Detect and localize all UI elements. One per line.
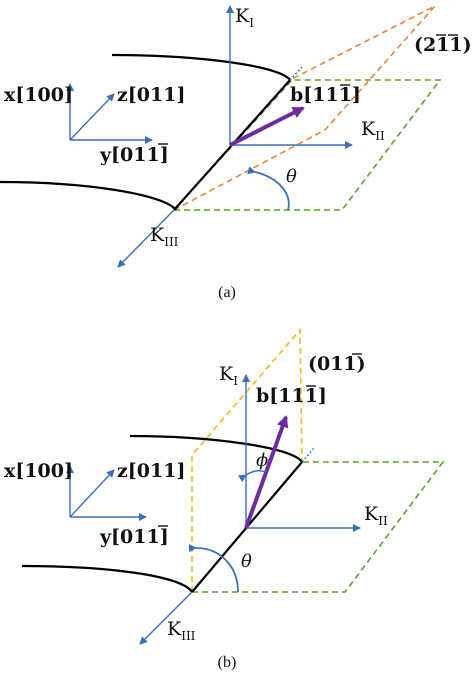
caption-b: (b): [218, 654, 237, 671]
k3-label-b: KIII: [167, 618, 196, 643]
crack-bottom-surface-b: [21, 564, 193, 593]
plane-label-b: (011): [308, 353, 366, 375]
caption-a: (a): [218, 284, 236, 301]
z-axis-label-a: z[011]: [117, 84, 185, 106]
burgers-vector-a: [229, 106, 305, 147]
x-axis-label-a: x[100]: [4, 84, 73, 106]
x-axis-label-b: x[100]: [4, 460, 73, 482]
triad-z-axis-a: [69, 93, 115, 141]
theta-label-a: θ: [286, 166, 297, 187]
k3-axis-b: [139, 591, 193, 645]
crack-bottom-surface-a: [0, 180, 177, 211]
burgers-label-b: b[111]: [256, 385, 327, 407]
phi-label-b: ϕ: [256, 450, 268, 471]
orange-plane-a: [173, 5, 436, 211]
theta-arc-b: [188, 543, 239, 593]
theta-arc-a: [247, 166, 290, 211]
z-axis-label-b: z[011]: [117, 460, 185, 482]
y-axis-label-b: y[011]: [99, 526, 169, 548]
plane-label-a: (211): [414, 34, 472, 56]
y-axis-label-a: y[011]: [99, 144, 169, 166]
burgers-label-a: b[111]: [290, 84, 361, 106]
crack-top-surface-b: [129, 434, 303, 463]
k3-axis-a: [117, 209, 175, 268]
panel-b: x[100] z[011] y[011] KI KII KIII b[111] …: [4, 327, 445, 671]
panel-a: x[100] z[011] y[011] KI KII KIII b[111] …: [0, 5, 472, 301]
theta-label-b: θ: [241, 551, 252, 572]
burgers-vector-b: [244, 415, 289, 529]
k3-label-a: KIII: [150, 224, 179, 249]
crack-front-extension-a: [289, 66, 303, 81]
green-plane-a: [172, 79, 442, 211]
phi-arc-b: [237, 469, 267, 483]
k2-label-a: KII: [361, 118, 385, 143]
crack-top-surface-a: [111, 53, 291, 81]
k1-label-a: KI: [235, 5, 254, 30]
k2-label-b: KII: [364, 503, 388, 528]
k1-label-b: KI: [219, 363, 238, 388]
crack-front-extension-b: [301, 447, 315, 463]
green-plane-b: [190, 461, 445, 593]
triad-z-axis-b: [69, 469, 115, 518]
